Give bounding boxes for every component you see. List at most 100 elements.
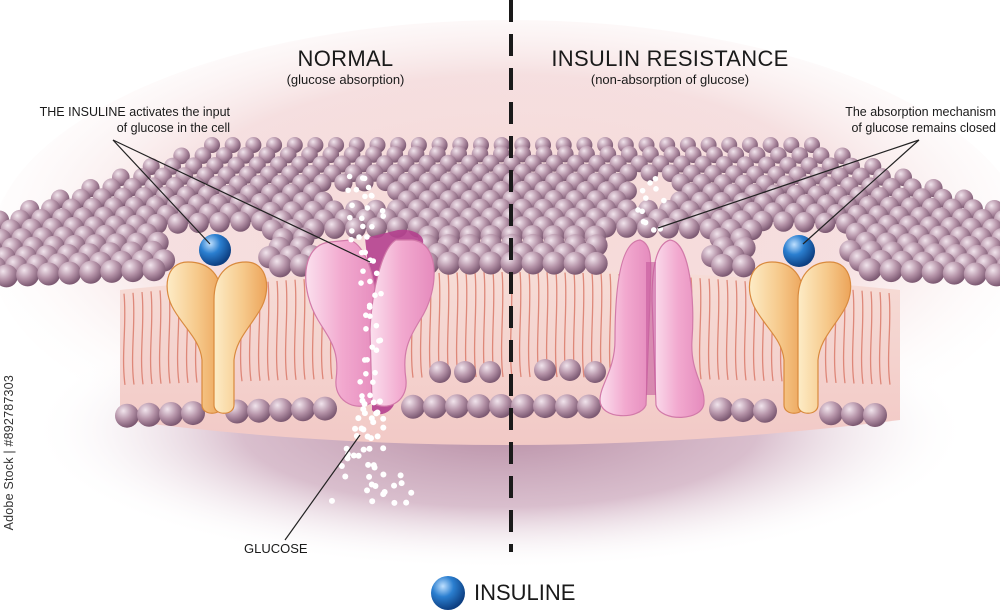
glucose-channel-closed bbox=[599, 239, 705, 418]
glucose-molecule bbox=[356, 234, 362, 240]
lipid-tail bbox=[869, 291, 873, 385]
glucose-molecules bbox=[328, 173, 667, 506]
lipid-head bbox=[773, 211, 794, 232]
lipid-head bbox=[900, 259, 924, 283]
glucose-molecule bbox=[365, 461, 372, 468]
lipid-head bbox=[269, 398, 293, 422]
lipid-head bbox=[577, 394, 601, 419]
lipid-tail bbox=[122, 293, 126, 385]
glucose-molecule bbox=[355, 452, 362, 459]
insulin-resistance-subtitle: (non-absorption of glucose) bbox=[590, 72, 750, 87]
lipid-tail bbox=[851, 289, 855, 384]
watermark-side-text: Adobe Stock | #892787303 bbox=[2, 375, 16, 531]
glucose-molecule bbox=[366, 445, 373, 452]
glucose-molecule bbox=[362, 193, 368, 200]
glucose-molecule bbox=[661, 197, 667, 204]
glucose-molecule bbox=[372, 292, 378, 299]
lipid-head bbox=[121, 259, 145, 283]
glucose-molecule bbox=[359, 397, 366, 404]
glucose-molecule bbox=[652, 175, 659, 182]
glucose-molecule bbox=[380, 471, 387, 478]
glucose-molecule bbox=[357, 378, 363, 385]
lipid-head bbox=[142, 258, 166, 282]
lipid-head bbox=[458, 251, 482, 275]
lipid-head bbox=[230, 211, 251, 232]
lipid-tail bbox=[140, 291, 144, 385]
lipid-head bbox=[863, 403, 887, 427]
lipid-head bbox=[100, 259, 124, 283]
glucose-molecule bbox=[370, 379, 376, 386]
insulin-sphere-icon bbox=[199, 234, 231, 266]
glucose-molecule bbox=[380, 415, 387, 422]
lipid-head bbox=[454, 361, 476, 383]
glucose-molecule bbox=[372, 482, 379, 489]
lipid-head bbox=[324, 218, 346, 239]
glucose-molecule bbox=[380, 445, 387, 452]
lipid-tail bbox=[131, 292, 135, 385]
glucose-molecule bbox=[364, 234, 370, 240]
lipid-tail bbox=[554, 272, 558, 378]
glucose-molecule bbox=[360, 406, 367, 413]
glucose-molecule bbox=[342, 473, 349, 480]
glucose-molecule bbox=[347, 214, 353, 221]
lipid-head bbox=[879, 259, 903, 283]
glucose-molecule bbox=[360, 223, 366, 230]
glucose-molecule bbox=[359, 393, 365, 399]
lipid-tail bbox=[707, 278, 711, 380]
lipid-tail bbox=[149, 291, 153, 385]
lipid-tail bbox=[473, 272, 477, 378]
lipid-head bbox=[804, 137, 820, 153]
lipid-head bbox=[819, 401, 843, 426]
lipid-head bbox=[711, 253, 735, 277]
lipid-heads-top bbox=[0, 137, 1000, 288]
glucose-molecule bbox=[348, 236, 354, 243]
glucose-molecule bbox=[367, 278, 373, 285]
lipid-head bbox=[209, 212, 230, 233]
lipid-head bbox=[794, 212, 815, 233]
lipid-head bbox=[753, 398, 777, 423]
lipid-head bbox=[858, 258, 882, 282]
lipid-tail bbox=[302, 279, 306, 380]
lipid-tail bbox=[158, 290, 162, 384]
lipid-head bbox=[79, 260, 103, 284]
lipid-head bbox=[616, 217, 638, 238]
glucose-molecule bbox=[363, 370, 369, 377]
lipid-head bbox=[963, 262, 987, 286]
lipid-head bbox=[37, 262, 61, 286]
glucose-label: GLUCOSE bbox=[244, 541, 308, 556]
glucose-molecule bbox=[373, 347, 380, 354]
glucose-molecule bbox=[377, 337, 384, 344]
lipid-head bbox=[511, 394, 535, 418]
glucose-molecule bbox=[343, 445, 350, 452]
insulin-receptor-left bbox=[166, 234, 268, 414]
glucose-molecule bbox=[398, 480, 405, 487]
lipid-head bbox=[429, 361, 451, 383]
glucose-molecule bbox=[346, 173, 353, 180]
glucose-molecule bbox=[352, 425, 359, 432]
lipid-tail bbox=[725, 279, 729, 380]
glucose-molecule bbox=[408, 489, 415, 496]
lipid-tail bbox=[878, 292, 882, 385]
insulin-receptor-right bbox=[748, 235, 852, 414]
lipid-head bbox=[521, 251, 545, 275]
glucose-molecule bbox=[373, 270, 380, 277]
lipid-head bbox=[423, 394, 447, 419]
glucose-molecule bbox=[328, 497, 335, 504]
glucose-molecule bbox=[369, 498, 376, 505]
glucose-molecule bbox=[380, 213, 387, 219]
lipid-head bbox=[366, 217, 387, 239]
glucose-molecule bbox=[349, 202, 355, 209]
lipid-head bbox=[534, 359, 556, 381]
glucose-molecule bbox=[391, 482, 398, 489]
normal-subtitle: (glucose absorption) bbox=[286, 72, 405, 87]
glucose-molecule bbox=[363, 326, 369, 332]
lipid-head bbox=[181, 401, 205, 426]
lipid-head bbox=[401, 394, 425, 419]
lipid-head bbox=[437, 251, 461, 275]
glucose-molecule bbox=[639, 208, 645, 215]
glucose-molecule bbox=[353, 186, 360, 193]
glucose-molecule bbox=[639, 187, 646, 194]
lipid-head bbox=[0, 264, 18, 288]
glucose-molecule bbox=[358, 280, 364, 286]
